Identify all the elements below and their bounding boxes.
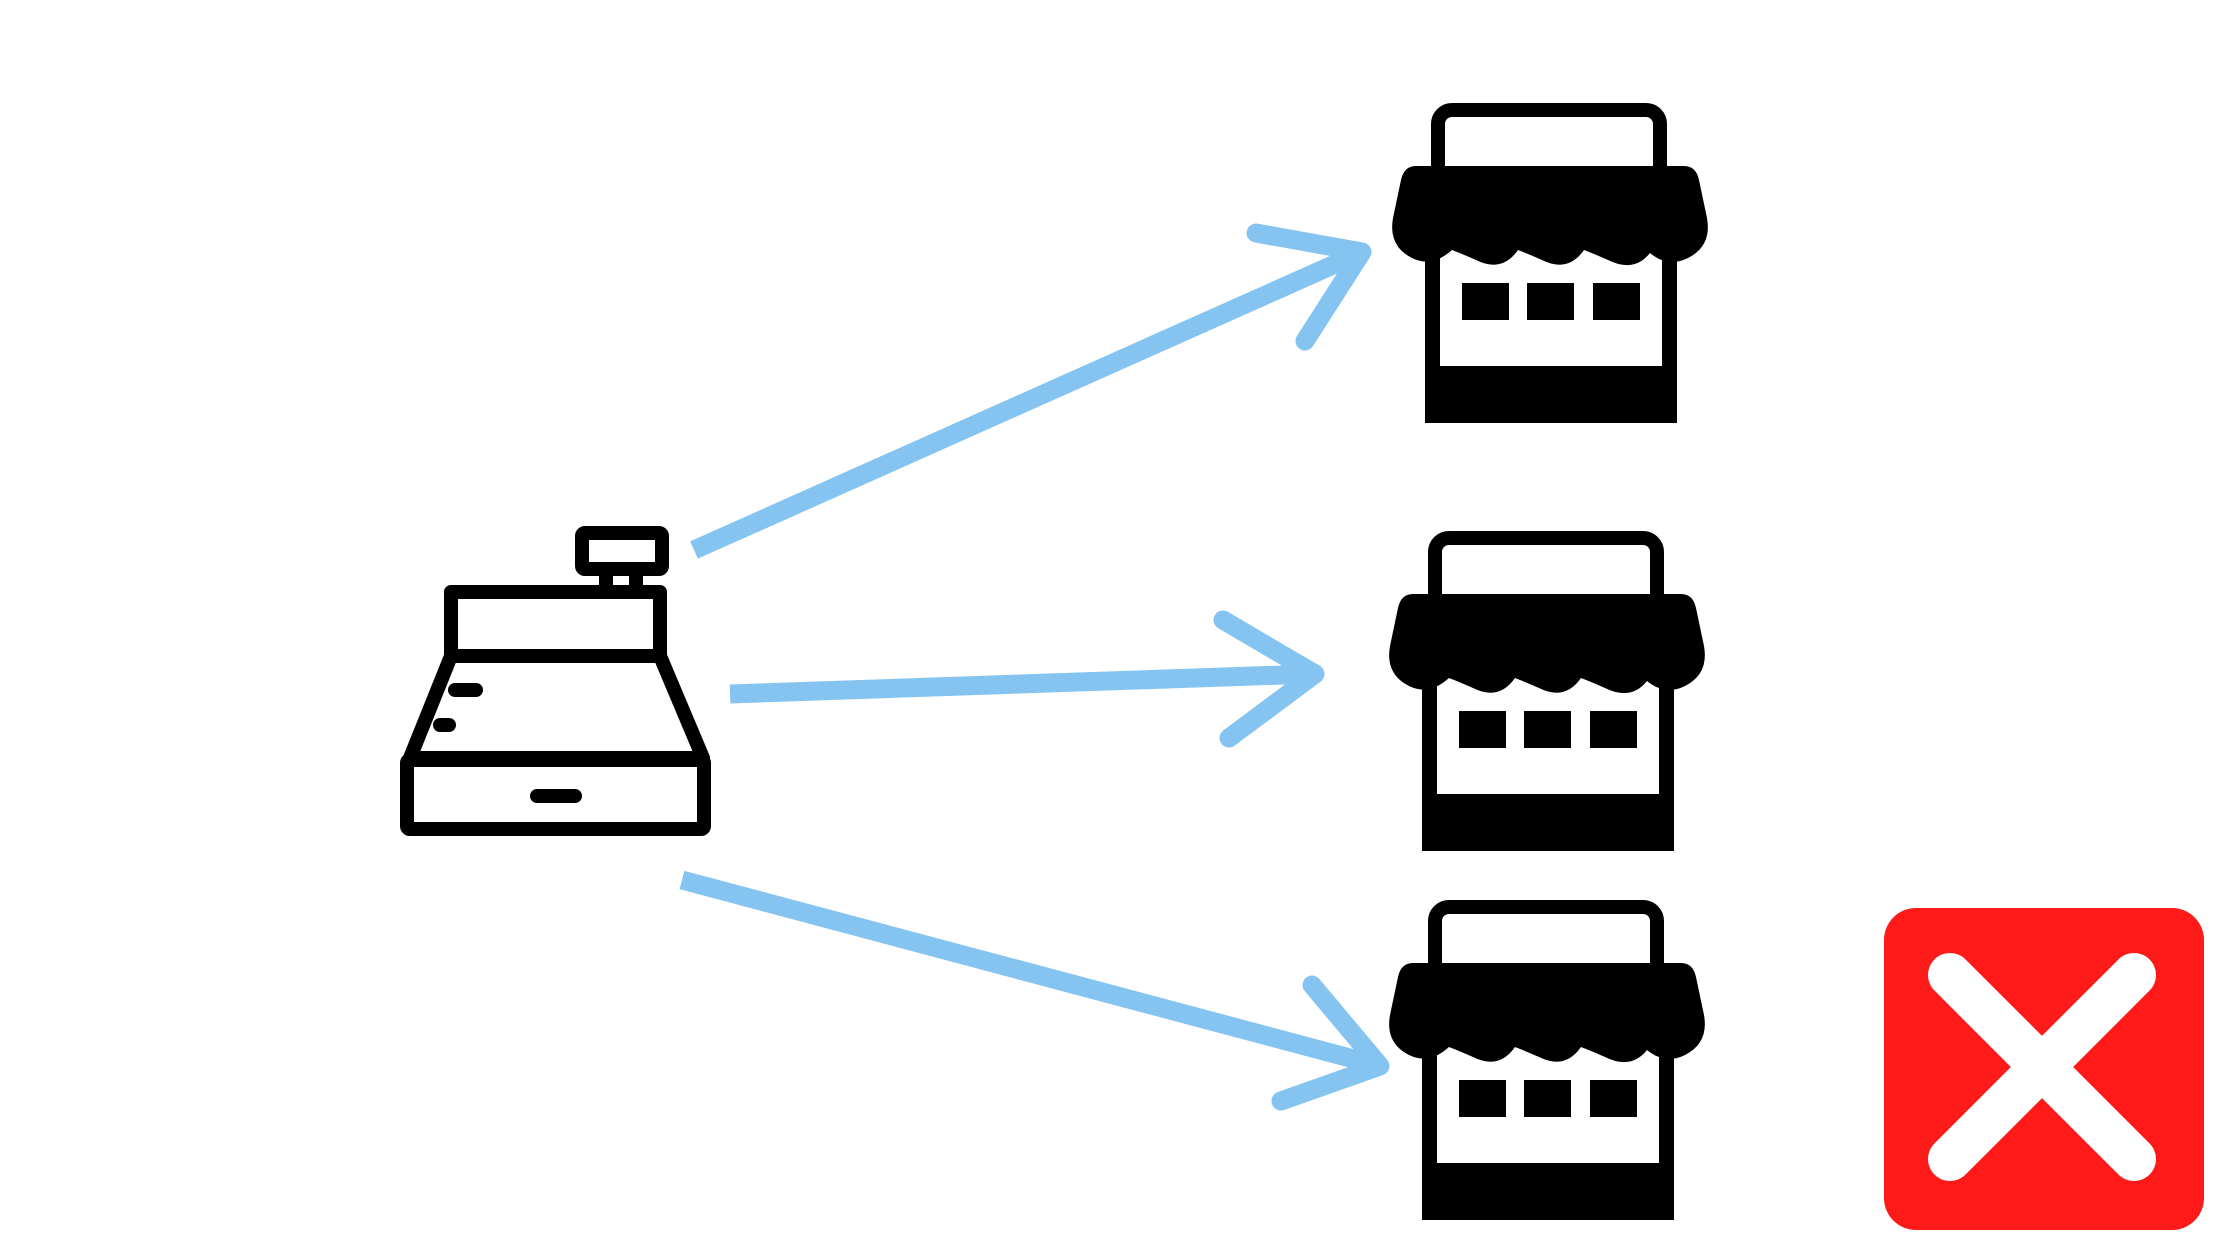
- arrow-to-store-3: [679, 870, 1390, 1111]
- storefront-icon: [1389, 907, 1705, 1220]
- arrow-to-store-1: [690, 223, 1372, 559]
- storefront-icon: [1389, 538, 1705, 851]
- cash-register-icon: [400, 526, 711, 836]
- arrow-to-store-2: [729, 610, 1325, 748]
- x-mark-icon: [1884, 908, 2204, 1230]
- storefront-icon: [1392, 110, 1708, 423]
